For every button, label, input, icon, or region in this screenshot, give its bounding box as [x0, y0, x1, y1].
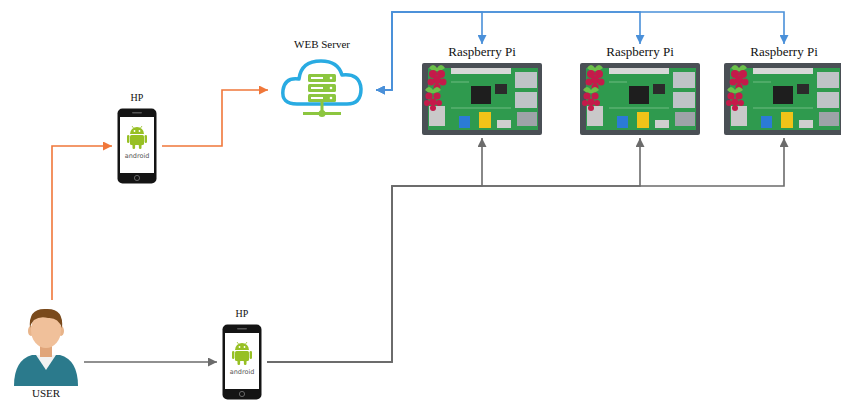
raspberry-pi: Raspberry Pi [727, 44, 841, 138]
node-label: Raspberry Pi [418, 44, 546, 60]
raspberry-pi-board [723, 62, 841, 136]
logo-text: android [112, 153, 162, 160]
connector-arrow [162, 90, 268, 146]
node-label: HP [112, 92, 162, 104]
raspberry-pi-board [421, 62, 543, 136]
connector-arrow [52, 146, 112, 300]
user-icon [10, 300, 82, 386]
node-label: USER [8, 387, 84, 400]
connector-arrow [84, 361, 217, 363]
connector-arrow [267, 138, 482, 362]
node-label: Raspberry Pi [727, 44, 841, 60]
cloud-server-icon [277, 54, 367, 126]
node-label: Raspberry Pi [576, 44, 704, 60]
raspberry-pi-board [579, 62, 701, 136]
web-server: WEB Server [268, 38, 376, 130]
node-label: HP [217, 308, 267, 320]
connector-arrow [267, 138, 640, 362]
raspberry-pi: Raspberry Pi [576, 44, 704, 138]
android-phone-icon [222, 324, 262, 400]
node-label: WEB Server [268, 38, 376, 51]
android-phone-icon [117, 108, 157, 184]
phone: HP android [217, 308, 267, 404]
connector-arrow [267, 138, 784, 362]
raspberry-pi: Raspberry Pi [418, 44, 546, 138]
phone: HP android [112, 92, 162, 186]
logo-text: android [217, 369, 267, 376]
user: USER [8, 300, 84, 404]
